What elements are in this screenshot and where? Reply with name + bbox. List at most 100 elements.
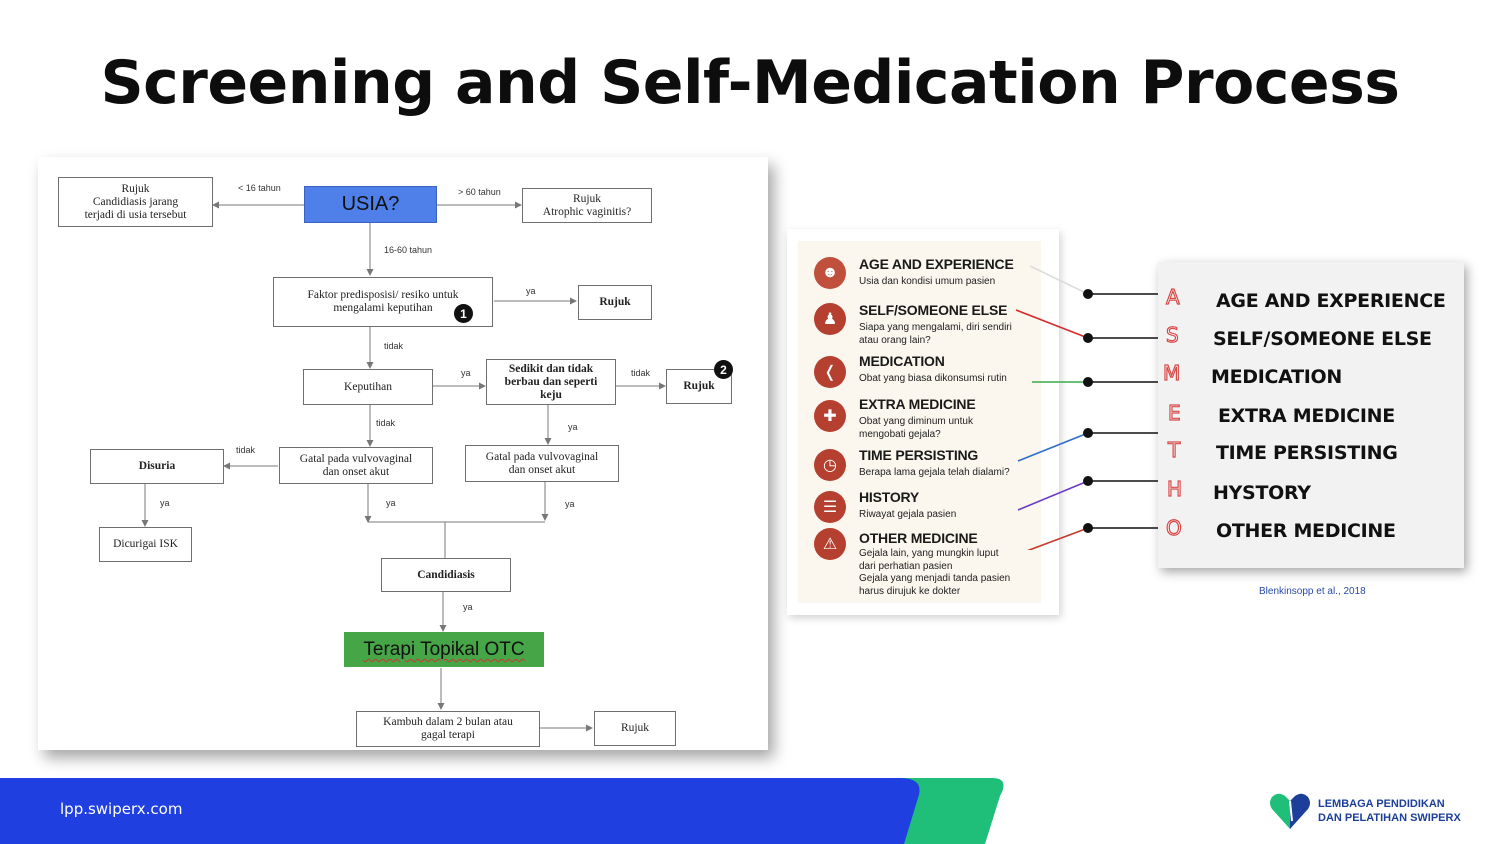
asmetho-heading-age: AGE AND EXPERIENCE (859, 256, 1014, 272)
asmetho-desc-age: Usia dan kondisi umum pasien (859, 276, 1037, 289)
medicine-bottle-icon: ✚ (814, 400, 846, 432)
badge-2: 2 (714, 360, 733, 379)
kambuh-line2: gagal terapi (421, 729, 475, 741)
book-icon: ☰ (814, 491, 846, 523)
connector-dot-medication (1083, 377, 1093, 387)
label-ya-4: ya (160, 498, 170, 508)
acronym-letter-m: M (1162, 360, 1181, 385)
asmetho-desc-other-line1: Gejala lain, yang mungkin luput (859, 548, 999, 559)
asmetho-desc-time-line1: Berapa lama gejala telah dialami? (859, 467, 1010, 478)
acronym-letter-t: T (1167, 437, 1181, 462)
flowchart-connectors (141, 201, 666, 732)
dicurigai-box: Dicurigai ISK (99, 527, 192, 562)
acronym-word-s: SELF/SOMEONE ELSE (1213, 328, 1432, 350)
rujuk-muda-line2: Candidiasis jarang (92, 195, 179, 208)
asmetho-desc-other-line4: harus dirujuk ke dokter (859, 585, 961, 597)
usia-box: USIA? (304, 186, 437, 223)
asmetho-desc-medication-line1: Obat yang biasa dikonsumsi rutin (859, 373, 1007, 384)
acronym-word-h: HYSTORY (1213, 482, 1311, 504)
asmetho-heading-medication: MEDICATION (859, 353, 945, 369)
connector-dot-self (1083, 333, 1093, 343)
connector-age-colored (1029, 265, 1089, 295)
label-16-60: 16-60 tahun (384, 245, 433, 255)
asmetho-heading-self: SELF/SOMEONE ELSE (859, 302, 1008, 318)
gatal-kiri-line1: Gatal pada vulvovaginal (299, 452, 413, 465)
asmetho-desc-medication: Obat yang biasa dikonsumsi rutin (859, 373, 1037, 386)
asmetho-desc-age-line1: Usia dan kondisi umum pasien (859, 276, 996, 287)
citation: Blenkinsopp et al., 2018 (1259, 586, 1366, 597)
gatal-kanan-line2: dan onset akut (508, 463, 576, 476)
pill-icon: ❬ (814, 356, 846, 388)
logo-line1: LEMBAGA PENDIDIKAN (1318, 798, 1445, 810)
keputihan-box: Keputihan (303, 369, 433, 405)
rujuk-3-box: Rujuk (594, 711, 676, 746)
rujuk-muda-line1: Rujuk (121, 182, 150, 195)
disuria-box: Disuria (90, 449, 224, 484)
label-ya-5: ya (386, 498, 396, 508)
asmetho-desc-self-line1: Siapa yang mengalami, diri sendiri (859, 322, 1012, 333)
logo-line2: DAN PELATIHAN SWIPERX (1318, 812, 1461, 824)
asmetho-desc-self-line2: atau orang lain? (859, 334, 931, 346)
person-icon: ☻ (814, 257, 846, 289)
swiperx-logo-icon (1270, 793, 1310, 829)
asmetho-desc-extra-line2: mengobati gejala? (859, 428, 941, 440)
asmetho-connector-lines (1015, 265, 1170, 550)
gatal-kiri-line2: dan onset akut (322, 465, 390, 478)
connector-dot-time (1083, 428, 1093, 438)
asmetho-acronym-panel: A AGE AND EXPERIENCE S SELF/SOMEONE ELSE… (1158, 262, 1464, 568)
sedikit-line3: keju (540, 388, 562, 401)
rujuk-2-box: Rujuk (666, 369, 732, 404)
people-icon: ♟ (814, 303, 846, 335)
asmetho-detail-inner: ☻ AGE AND EXPERIENCE Usia dan kondisi um… (798, 241, 1041, 603)
acronym-letter-a: A (1165, 284, 1180, 309)
footer-blue-band (0, 778, 920, 844)
connector-other-colored (1027, 527, 1089, 550)
label-gt60: > 60 tahun (458, 187, 501, 197)
gatal-kanan-line1: Gatal pada vulvovaginal (485, 450, 599, 463)
asmetho-heading-other: OTHER MEDICINE (859, 530, 978, 546)
badge-1: 1 (454, 304, 473, 323)
acronym-letter-o: O (1165, 515, 1182, 540)
asmetho-desc-other-line3: Gejala yang menjadi tanda pasien (859, 573, 1011, 584)
label-tidak-2: tidak (631, 368, 651, 378)
asmetho-desc-extra-line1: Obat yang diminum untuk (859, 416, 973, 427)
label-tidak-1: tidak (384, 341, 404, 351)
asmetho-desc-time: Berapa lama gejala telah dialami? (859, 467, 1037, 480)
footer-band (0, 778, 1004, 844)
acronym-letter-e: E (1167, 400, 1181, 425)
footer-url-link[interactable]: lpp.swiperx.com (60, 800, 183, 818)
acronym-letter-s: S (1165, 322, 1179, 347)
label-ya-6: ya (565, 499, 575, 509)
asmetho-item-age: ☻ AGE AND EXPERIENCE Usia dan kondisi um… (798, 241, 1041, 289)
label-lt16: < 16 tahun (238, 183, 281, 193)
faktor-line1: Faktor predisposisi/ resiko untuk (307, 289, 459, 301)
rujuk-tua-line1: Rujuk (572, 192, 602, 205)
rujuk-tua-line2: Atrophic vaginitis? (542, 205, 632, 218)
rujuk-muda-line3: terjadi di usia tersebut (84, 208, 187, 221)
acronym-word-m: MEDICATION (1211, 366, 1342, 388)
clock-icon: ◷ (814, 449, 846, 481)
acronym-letter-h: H (1166, 476, 1183, 501)
acronym-word-e: EXTRA MEDICINE (1218, 405, 1395, 427)
asmetho-desc-history: Riwayat gejala pasien (859, 509, 1037, 522)
asmetho-heading-history: HISTORY (859, 489, 920, 505)
connector-time-colored (1017, 432, 1089, 462)
label-ya-1: ya (526, 286, 536, 296)
acronym-word-o: OTHER MEDICINE (1216, 520, 1396, 542)
sedikit-line1: Sedikit dan tidak (508, 362, 594, 375)
connector-dot-other (1083, 523, 1093, 533)
connector-dot-age (1083, 289, 1093, 299)
rujuk-1-box: Rujuk (578, 285, 652, 320)
connector-dot-history (1083, 476, 1093, 486)
connector-history-colored (1017, 480, 1089, 511)
asmetho-heading-time: TIME PERSISTING (859, 447, 979, 463)
